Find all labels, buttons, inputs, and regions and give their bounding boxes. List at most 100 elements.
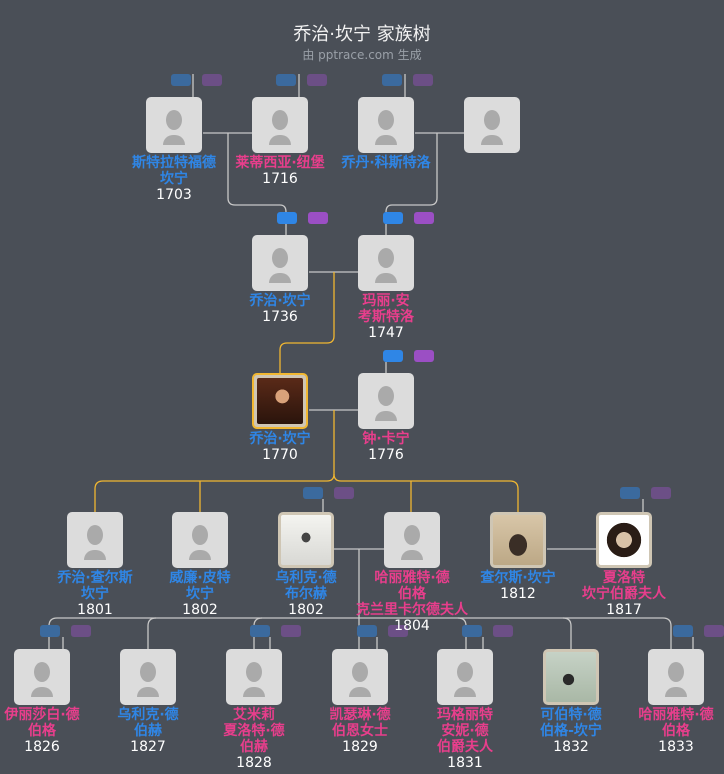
father-button[interactable] xyxy=(383,350,403,362)
person-card[interactable] xyxy=(437,649,493,705)
portrait-photo xyxy=(493,515,543,565)
person-name: 坎宁伯爵夫人 xyxy=(582,586,666,602)
person-name: 威廉·皮特 xyxy=(169,570,231,586)
person-card[interactable] xyxy=(384,512,440,568)
person-label[interactable]: 乔丹·科斯特洛 xyxy=(326,155,446,171)
person-name: 莱蒂西亚·纽堡 xyxy=(235,155,325,171)
person-name: 凯瑟琳·德 xyxy=(329,707,391,723)
father-button[interactable] xyxy=(250,625,270,637)
portrait-photo xyxy=(281,515,331,565)
mother-button[interactable] xyxy=(281,625,301,637)
mother-button[interactable] xyxy=(71,625,91,637)
person-name: 夏洛特·德 xyxy=(223,723,285,739)
father-button[interactable] xyxy=(383,212,403,224)
father-button[interactable] xyxy=(303,487,323,499)
mother-button[interactable] xyxy=(414,212,434,224)
father-button[interactable] xyxy=(277,212,297,224)
person-card[interactable] xyxy=(14,649,70,705)
person-name: 伯格 xyxy=(662,723,690,739)
avatar-placeholder-body xyxy=(243,687,265,697)
avatar-placeholder-icon xyxy=(378,386,394,406)
mother-button[interactable] xyxy=(202,74,222,86)
person-card[interactable] xyxy=(332,649,388,705)
birth-year: 1802 xyxy=(288,602,324,618)
person-name: 坎宁 xyxy=(186,586,214,602)
person-name: 坎宁 xyxy=(81,586,109,602)
person-card[interactable] xyxy=(120,649,176,705)
birth-year: 1812 xyxy=(500,586,536,602)
birth-year: 1832 xyxy=(553,739,589,755)
mother-button[interactable] xyxy=(307,74,327,86)
person-name: 乔丹·科斯特洛 xyxy=(341,155,431,171)
avatar-placeholder-body xyxy=(137,687,159,697)
mother-button[interactable] xyxy=(414,350,434,362)
selected-person-card[interactable] xyxy=(252,373,308,429)
person-card[interactable] xyxy=(464,97,520,153)
portrait-photo xyxy=(599,515,649,565)
person-card[interactable] xyxy=(67,512,123,568)
mother-button[interactable] xyxy=(413,74,433,86)
birth-year: 1829 xyxy=(342,739,378,755)
avatar-placeholder-icon xyxy=(140,662,156,682)
mother-button[interactable] xyxy=(493,625,513,637)
mother-button[interactable] xyxy=(308,212,328,224)
father-button[interactable] xyxy=(382,74,402,86)
person-card[interactable] xyxy=(596,512,652,568)
avatar-placeholder-icon xyxy=(166,110,182,130)
person-card[interactable] xyxy=(146,97,202,153)
mother-button[interactable] xyxy=(388,625,408,637)
person-card[interactable] xyxy=(226,649,282,705)
person-name: 布尔赫 xyxy=(285,586,327,602)
person-card[interactable] xyxy=(358,97,414,153)
avatar-placeholder-icon xyxy=(272,248,288,268)
mother-button[interactable] xyxy=(334,487,354,499)
father-button[interactable] xyxy=(620,487,640,499)
person-name: 夏洛特 xyxy=(603,570,645,586)
person-card[interactable] xyxy=(490,512,546,568)
birth-year: 1833 xyxy=(658,739,694,755)
father-button[interactable] xyxy=(462,625,482,637)
father-button[interactable] xyxy=(171,74,191,86)
person-card[interactable] xyxy=(358,235,414,291)
mother-button[interactable] xyxy=(651,487,671,499)
avatar-placeholder-body xyxy=(163,135,185,145)
person-name: 伯赫 xyxy=(134,723,162,739)
person-name: 乌利克·德 xyxy=(117,707,179,723)
father-button[interactable] xyxy=(673,625,693,637)
father-button[interactable] xyxy=(276,74,296,86)
person-card[interactable] xyxy=(252,97,308,153)
birth-year: 1801 xyxy=(77,602,113,618)
father-button[interactable] xyxy=(40,625,60,637)
father-button[interactable] xyxy=(357,625,377,637)
person-card[interactable] xyxy=(278,512,334,568)
avatar-placeholder-body xyxy=(454,687,476,697)
person-card[interactable] xyxy=(358,373,414,429)
mother-button[interactable] xyxy=(704,625,724,637)
person-card[interactable] xyxy=(543,649,599,705)
person-card[interactable] xyxy=(252,235,308,291)
avatar-placeholder-body xyxy=(375,273,397,283)
person-name: 克兰里卡尔德夫人 xyxy=(356,602,468,618)
avatar-placeholder-body xyxy=(31,687,53,697)
person-card[interactable] xyxy=(648,649,704,705)
person-card[interactable] xyxy=(172,512,228,568)
